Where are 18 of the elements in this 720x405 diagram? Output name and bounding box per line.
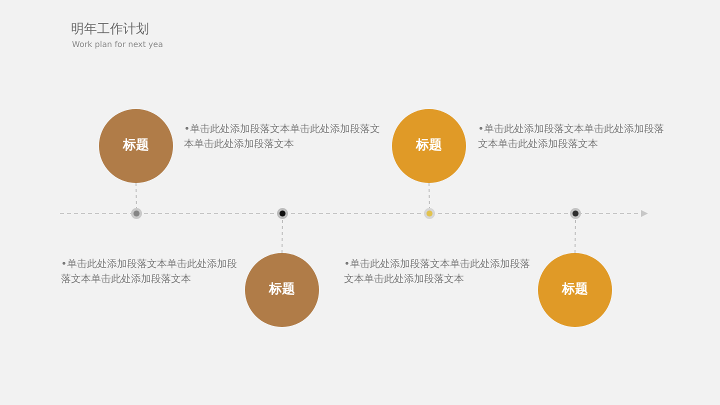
subtitle: Work plan for next yea	[72, 40, 163, 50]
timeline-dot	[131, 208, 142, 219]
circle-title: 标题	[562, 282, 588, 298]
timeline-dot	[570, 208, 581, 219]
circle-title: 标题	[269, 282, 295, 298]
body-text: •单击此处添加段落文本单击此处添加段落文本单击此处添加段落文本	[184, 122, 381, 152]
page-title: 明年工作计划	[71, 22, 149, 38]
connector-line	[428, 182, 430, 208]
circle-title: 标题	[416, 138, 442, 154]
connector-line	[136, 182, 137, 208]
connector-line	[574, 218, 576, 254]
body-text: •单击此处添加段落文本单击此处添加段落文本单击此处添加段落文本	[344, 258, 531, 287]
timeline-dot	[277, 208, 288, 219]
circle-title: 标题	[123, 138, 149, 154]
timeline-dot	[424, 208, 435, 219]
body-text: •单击此处添加段落文本单击此处添加段落文本单击此处添加段落文本	[478, 122, 665, 152]
body-text: •单击此处添加段落文本单击此处添加段落文本单击此处添加段落文本	[61, 258, 238, 287]
connector-line	[282, 218, 283, 254]
